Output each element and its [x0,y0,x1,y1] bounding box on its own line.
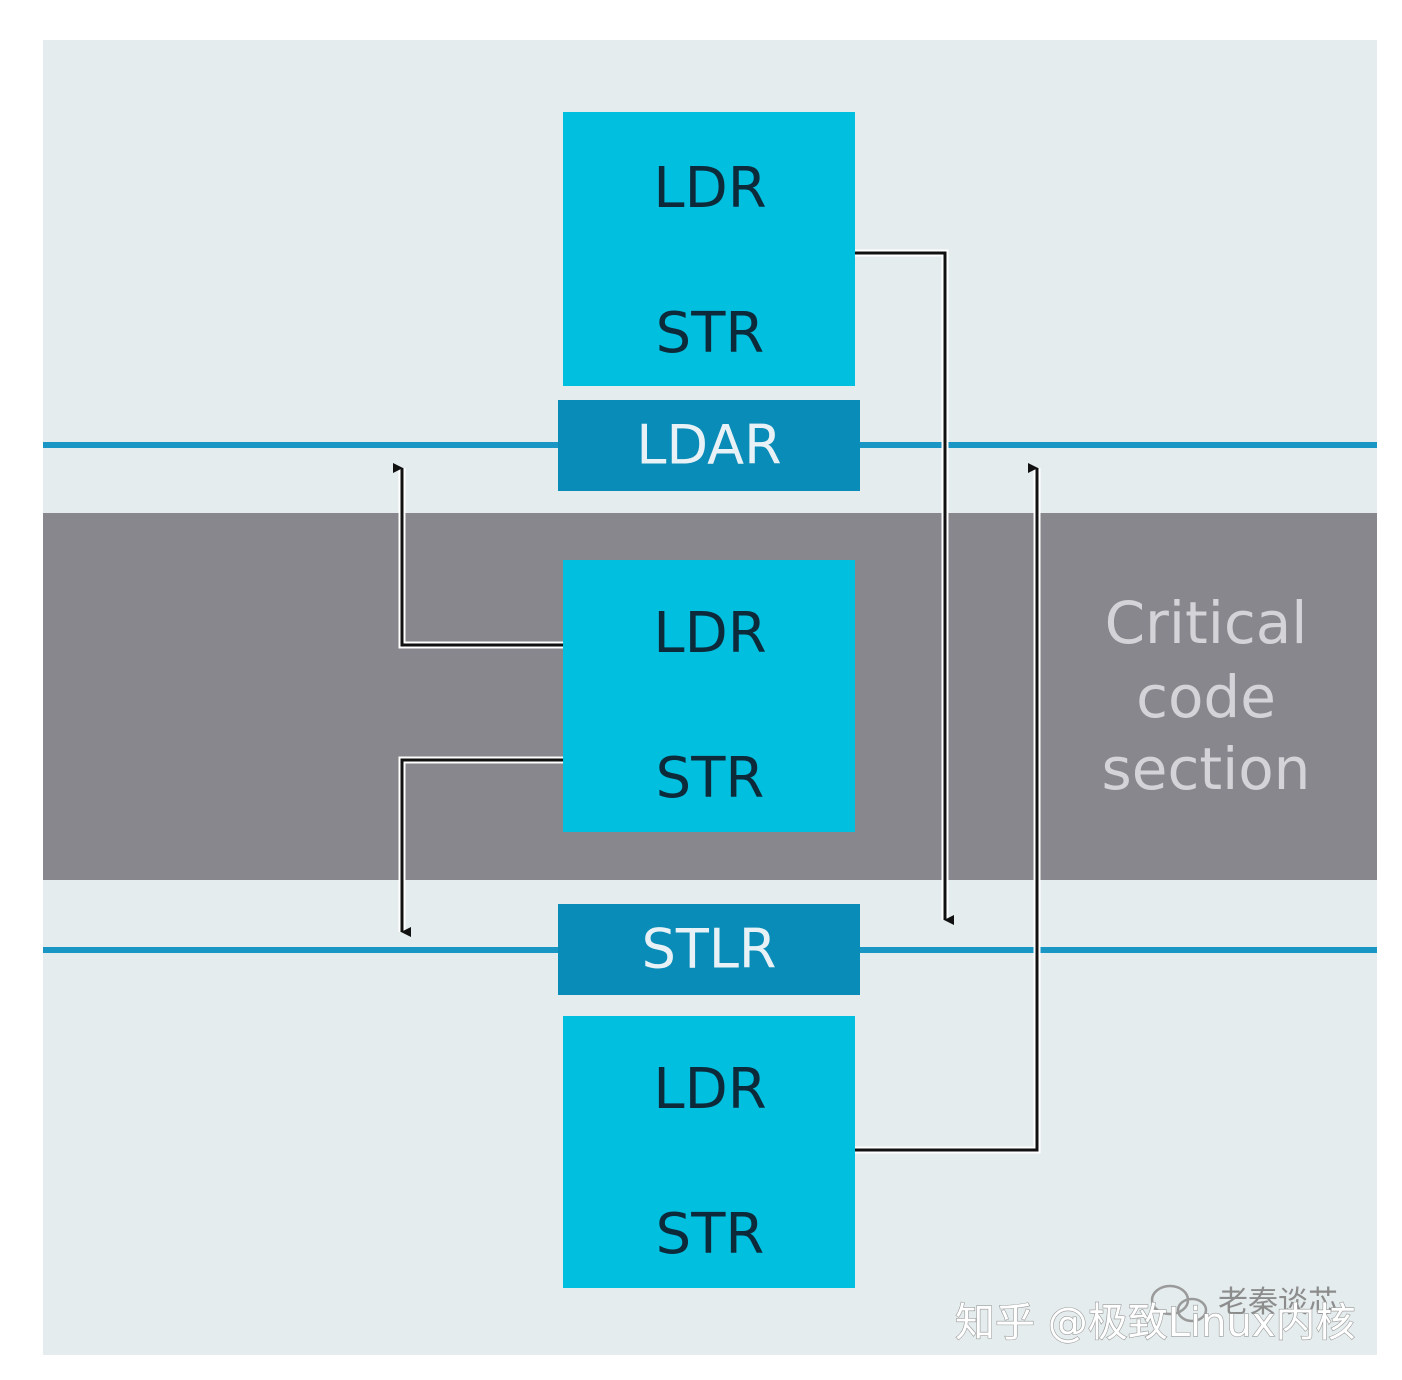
arrow-middle-up [393,463,567,647]
wechat-icon [1150,1284,1208,1323]
critical-line-3: section [1102,735,1311,803]
critical-line-2: code [1136,663,1276,731]
watermark: 老秦谈芯 知乎 @极致Linux内核 [954,1284,1356,1347]
reorder-arrows [393,249,1041,1154]
stlr-label: STLR [642,918,777,981]
stlr-barrier-rect [558,904,860,995]
bottom-block-str: STR [656,1202,765,1267]
watermark-account: 老秦谈芯 [1218,1285,1338,1320]
arrow-bottom-up [852,463,1039,1152]
ldar-barrier: LDAR [558,400,860,491]
bottom-block-ldr: LDR [653,1057,766,1122]
critical-line-1: Critical [1105,589,1308,657]
bottom-block: LDR STR [563,1016,855,1288]
ldar-label: LDAR [636,414,781,477]
middle-block-str: STR [656,746,765,811]
bottom-block-rect [563,1016,855,1288]
critical-section-label: Critical code section [1102,589,1311,803]
arrow-middle-down [400,758,567,937]
top-block-str: STR [656,301,765,366]
watermark-zhihu: 知乎 @极致Linux内核 [955,1300,1356,1346]
middle-block: LDR STR [563,560,855,832]
arrow-top-down [852,251,954,925]
stlr-barrier: STLR [558,904,860,995]
ldar-barrier-rect [558,400,860,491]
middle-block-ldr: LDR [653,601,766,666]
top-block-rect [563,112,855,386]
top-block: LDR STR [563,112,855,386]
middle-block-rect [563,560,855,832]
top-block-ldr: LDR [653,156,766,221]
